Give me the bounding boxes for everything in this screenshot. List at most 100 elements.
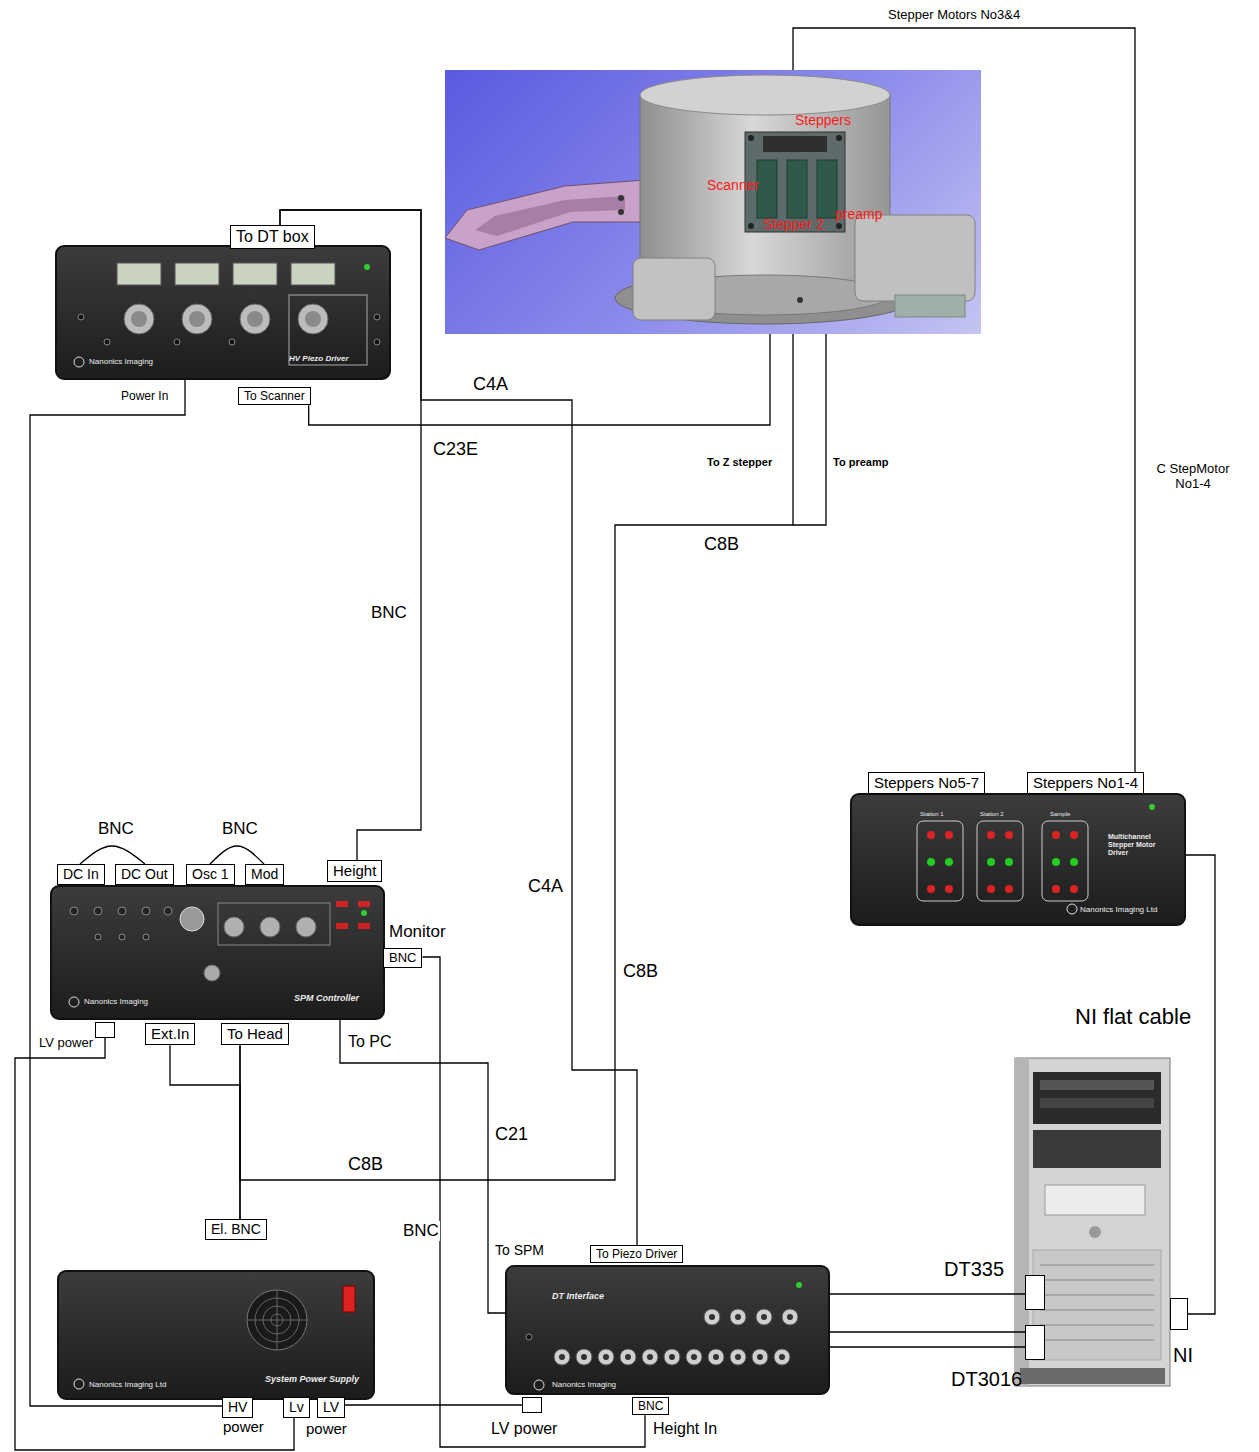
port-socket: LV power <box>522 1397 542 1413</box>
cable-label: C4A <box>472 374 509 395</box>
wire-branch <box>793 334 826 525</box>
jack <box>95 934 101 940</box>
display <box>233 263 277 285</box>
bnc-socket <box>664 1349 680 1365</box>
annotation: To PC <box>347 1033 393 1051</box>
port-label: Nanonics Imaging <box>552 1380 616 1389</box>
led <box>336 901 348 907</box>
cable <box>240 334 793 1180</box>
port-box: El. BNC <box>205 1219 267 1240</box>
cable-label: BNC <box>402 1221 440 1241</box>
bnc-core <box>735 1354 741 1360</box>
station-frame <box>977 821 1023 901</box>
bnc-socket <box>756 1309 772 1325</box>
box-text: Steppers No1-4 <box>1033 773 1138 793</box>
jack <box>94 907 102 915</box>
screw <box>836 223 842 229</box>
port-box: Steppers No1-4 <box>1027 772 1144 794</box>
led <box>945 885 953 893</box>
box-text: To DT box <box>236 226 309 248</box>
box-text: Ext.In <box>151 1024 189 1044</box>
fan-guard <box>247 1290 307 1350</box>
led <box>945 858 953 866</box>
knob <box>260 917 280 937</box>
knob <box>296 917 316 937</box>
port-label: Scanner <box>707 177 759 193</box>
port-label: SPM Controller <box>294 993 359 1003</box>
port-label: LV power <box>39 1036 93 1051</box>
connector <box>787 160 807 218</box>
pc-tower <box>1015 1058 1170 1386</box>
cable-label: C21 <box>494 1124 529 1145</box>
port-box: To Piezo Driver <box>590 1245 683 1263</box>
port-label: Station 1 <box>920 811 944 818</box>
pc-port: DT3016 <box>1025 1325 1045 1360</box>
bnc-socket <box>730 1309 746 1325</box>
bracket <box>289 295 367 365</box>
port-label: Nanonics Imaging Ltd <box>1080 905 1157 914</box>
port-label: Sample <box>1050 811 1070 818</box>
led <box>358 901 370 907</box>
port-label: DT Interface <box>552 1291 604 1301</box>
knob <box>124 304 154 334</box>
display <box>175 263 219 285</box>
pc-bay <box>1033 1130 1161 1168</box>
port-label: power <box>223 1418 264 1435</box>
arm-screw <box>618 195 624 201</box>
block <box>633 258 715 320</box>
box-text: BNC <box>638 1398 663 1414</box>
annotation: C4A <box>527 876 564 897</box>
pc-grill-lines <box>1040 1265 1154 1340</box>
knob <box>224 917 244 937</box>
led <box>358 923 370 929</box>
screw <box>836 135 842 141</box>
port-label: Station 2 <box>980 811 1004 818</box>
cable-label: BNC <box>221 819 259 839</box>
bnc-socket <box>686 1349 702 1365</box>
knob <box>204 965 220 981</box>
port-box: Osc 1 <box>186 864 235 885</box>
switch <box>343 1286 355 1312</box>
bnc-core <box>603 1354 609 1360</box>
bnc-socket <box>642 1349 658 1365</box>
cable <box>210 846 264 864</box>
bnc-core <box>625 1354 631 1360</box>
port-box: HVpower <box>222 1397 253 1418</box>
knob <box>240 304 270 334</box>
jack <box>164 907 172 915</box>
dial <box>180 907 204 931</box>
box-text: Mod <box>251 865 278 884</box>
bnc-core <box>761 1314 767 1320</box>
port-label: DT3016 <box>951 1368 1022 1391</box>
port-box: MonitorBNC <box>383 948 422 968</box>
box-text: To Scanner <box>244 388 305 404</box>
bnc-socket <box>782 1309 798 1325</box>
display <box>291 263 335 285</box>
knob-frame <box>218 903 330 945</box>
port-box: LVpower <box>317 1397 345 1418</box>
arm <box>445 180 645 250</box>
fan <box>247 1290 307 1350</box>
jack <box>119 934 125 940</box>
arm-screw <box>618 209 624 215</box>
led <box>987 858 995 866</box>
box-text: Osc 1 <box>192 865 229 884</box>
spm-controller: Nanonics ImagingSPM Controller <box>50 885 385 1020</box>
led <box>796 1282 802 1288</box>
pc-drive <box>1040 1080 1154 1090</box>
cable <box>830 1331 1025 1332</box>
led <box>1070 831 1078 839</box>
logo <box>1067 904 1077 914</box>
screw <box>748 135 754 141</box>
port-label: Stepper 2 <box>763 216 824 232</box>
box-text: El. BNC <box>211 1220 261 1239</box>
station-frame <box>917 821 963 901</box>
bnc-socket <box>598 1349 614 1365</box>
bnc-socket <box>554 1349 570 1365</box>
bnc-socket <box>620 1349 636 1365</box>
cable <box>170 1045 240 1219</box>
led <box>1070 858 1078 866</box>
pc-foot <box>1020 1368 1165 1384</box>
